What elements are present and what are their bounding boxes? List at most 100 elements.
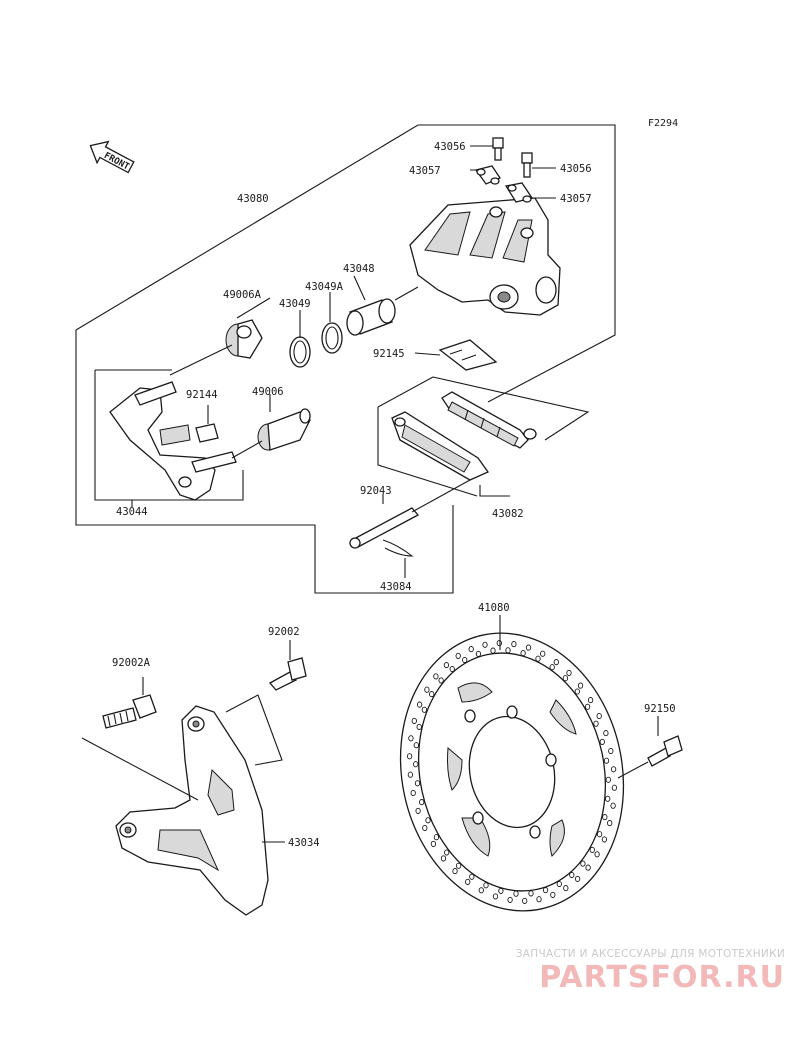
disc-hole [406,753,413,760]
caliper-holder-43034 [115,705,269,916]
disc-hole [452,868,458,875]
callout-43044: 43044 [116,506,148,518]
disc-hole [562,675,569,682]
disc-hole [449,665,455,673]
disc-hole [422,824,428,832]
disc-hole [603,757,610,764]
disc-hole [415,807,421,814]
disc-hole [596,831,603,838]
brake-pad-outer [441,391,537,449]
callout-49006: 49006 [252,386,284,398]
disc-hole [475,650,482,657]
disc-hole [430,840,437,847]
disc-hole [520,650,526,657]
disc-hole [407,771,414,778]
disc-hole [455,862,462,869]
bolt-92002A [102,694,157,729]
disc-hole [492,893,499,900]
disc-hole [522,897,528,904]
callout-43056-a: 43056 [434,141,466,153]
brake-disc-41080 [399,632,625,912]
disc-hole [585,864,591,871]
disc-hole [599,738,605,745]
disc-hole [425,817,431,824]
watermark-brand: PARTSFOR.RU [539,960,785,995]
disc-hole [553,659,559,666]
disc-hole [610,766,617,773]
disc-hole [596,712,602,720]
callout-92150: 92150 [644,703,676,715]
disc-hole [438,677,444,684]
disc-hole [505,647,511,654]
disc-hole [511,641,517,648]
disc-hole [414,780,421,787]
disc-hole [563,885,569,892]
disc-hole [468,646,474,653]
callout-92002A: 92002A [112,657,151,669]
callout-92002: 92002 [268,626,300,638]
clip-43084 [382,539,414,557]
disc-hole [498,887,504,894]
callout-43057-a: 43057 [409,165,441,177]
disc-hole [469,873,475,880]
disc-hole [589,846,595,853]
callout-43084: 43084 [380,581,412,593]
callout-92043: 92043 [360,485,392,497]
disc-hole [569,871,575,879]
disc-hole [540,650,546,657]
pads-frame-43082 [377,376,590,497]
front-arrow-icon: FRONT [89,140,135,174]
disc-hole [440,855,447,862]
callout-41080: 41080 [478,602,510,614]
disc-hole [611,784,618,791]
disc-hole [601,836,608,843]
disc-hole [593,720,599,727]
boot-49006A [225,319,263,359]
disc-hole [549,664,555,671]
bolt-92150 [647,735,683,767]
caliper-bracket-43044 [109,381,237,501]
disc-hole [602,814,608,821]
boot-49006 [257,408,311,451]
disc-hole [587,697,594,704]
disc-hole [465,878,471,885]
disc-hole [429,691,435,698]
disc-hole [566,669,572,676]
disc-hole [513,890,519,897]
bleeder-valve-43056-a [492,137,504,161]
disc-hole [410,789,416,797]
watermark-subtitle: ЗАПЧАСТИ И АКСЕССУАРЫ ДЛЯ МОТОТЕХНИКИ [515,948,785,960]
disc-hole [574,688,580,695]
disc-hole [490,647,496,654]
callout-43049A: 43049A [305,281,344,293]
disc-hole [574,875,581,882]
disc-hole [424,686,430,693]
disc-hole [416,701,423,708]
disc-hole [507,896,513,903]
figure-code: F2294 [648,118,679,129]
disc-hole [482,641,488,648]
disc-hole [433,673,439,680]
disc-hole [443,662,450,669]
disc-hole [455,652,461,659]
callout-43048: 43048 [343,263,375,275]
bolt-92002 [268,657,307,691]
callout-43056-b: 43056 [560,163,592,175]
disc-hole [605,776,611,783]
disc-hole [411,717,417,724]
disc-hole [577,682,584,689]
assembly-frame-43080 [75,124,616,594]
disc-hole [525,644,532,651]
disc-hole [603,730,609,737]
callout-43057-b: 43057 [560,193,592,205]
disc-hole [444,849,450,856]
disc-hole [416,723,422,730]
disc-hole [483,882,489,889]
disc-hole [556,880,562,888]
disc-hole [408,735,414,742]
brake-pad-inner [391,411,489,481]
callout-92145: 92145 [373,348,405,360]
cap-43057-b [504,182,534,203]
